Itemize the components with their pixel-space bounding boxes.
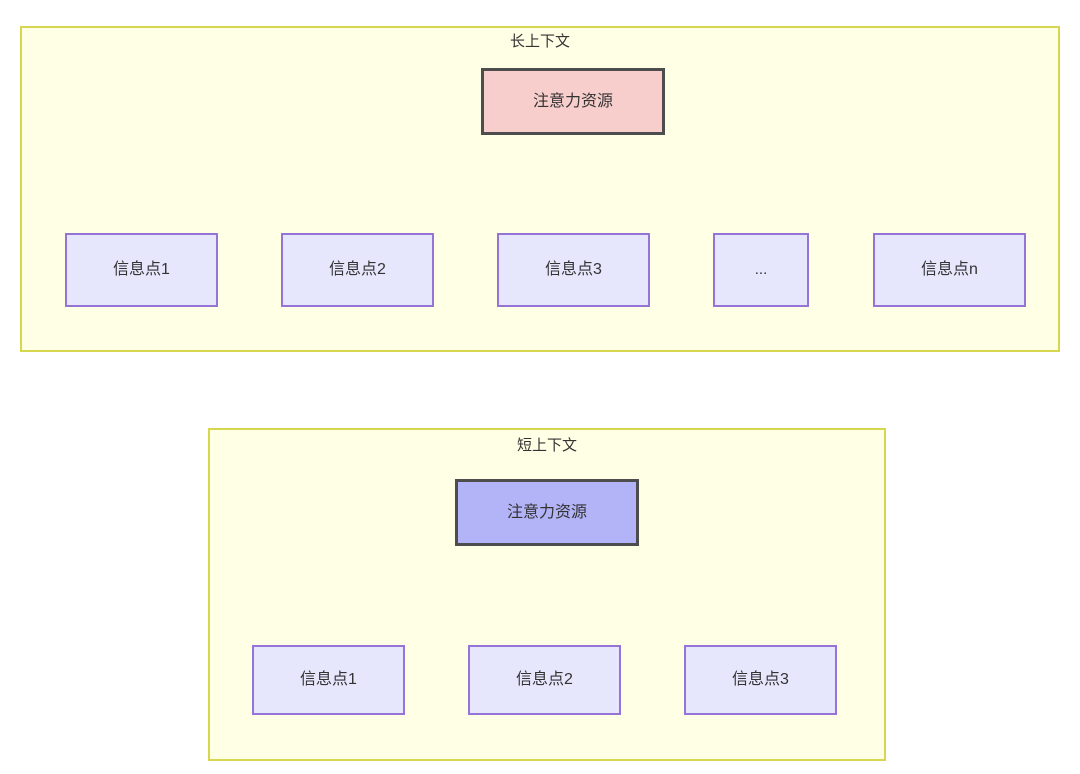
- info-point-node-1[interactable]: 信息点1: [65, 233, 218, 307]
- info-point-node-n[interactable]: 信息点n: [873, 233, 1026, 307]
- panel-title-long-context: 长上下文: [509, 33, 571, 50]
- attention-resource-node-short[interactable]: 注意力资源: [455, 479, 639, 546]
- info-point-node-short-3[interactable]: 信息点3: [684, 645, 837, 715]
- info-point-node-short-2[interactable]: 信息点2: [468, 645, 621, 715]
- info-point-node-short-1[interactable]: 信息点1: [252, 645, 405, 715]
- info-point-node-ellipsis[interactable]: ...: [713, 233, 809, 307]
- info-point-node-2[interactable]: 信息点2: [281, 233, 434, 307]
- panel-title-short-context: 短上下文: [516, 437, 578, 454]
- attention-resource-node-long[interactable]: 注意力资源: [481, 68, 665, 135]
- info-point-node-3[interactable]: 信息点3: [497, 233, 650, 307]
